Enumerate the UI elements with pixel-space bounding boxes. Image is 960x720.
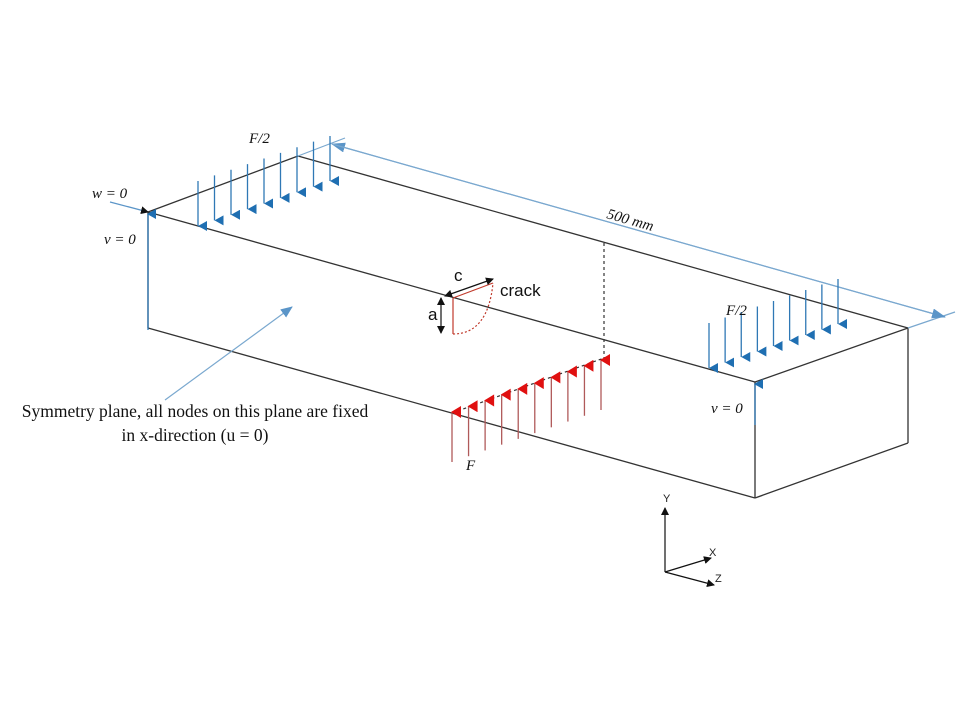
load-left-label: F/2: [248, 131, 270, 147]
crack-label: crack: [500, 281, 541, 300]
edge-top-right: [754, 327, 909, 383]
edge-top-back: [297, 155, 909, 329]
crack-length-dimension: [444, 277, 494, 298]
crack-length-label: c: [454, 266, 463, 285]
beam-box: [147, 155, 909, 499]
crack-depth-label: a: [428, 305, 438, 324]
bc-v-left-label: v = 0: [104, 232, 136, 248]
bc-w-left-label: w = 0: [92, 186, 128, 202]
dimension-arrow-right: [331, 143, 946, 319]
bc-w-left-text: w = 0: [92, 186, 128, 202]
symmetry-pointer-arrow: [164, 306, 293, 401]
axis-y-label: Y: [663, 493, 671, 505]
axis-x-arrow: [664, 556, 712, 573]
axis-z-arrow: [664, 571, 715, 588]
crack: a c crack: [428, 266, 541, 335]
axis-x-label: X: [709, 547, 717, 559]
load-right-f-half: [708, 279, 847, 373]
edge-top-left: [147, 155, 299, 213]
length-dimension: 500 mm: [297, 137, 956, 329]
dimension-extension-right: [907, 311, 956, 329]
bc-v-left-text: v = 0: [104, 232, 136, 248]
support-line-dashed: [451, 357, 605, 414]
axes-triad: Y X Z: [661, 493, 722, 588]
dimension-extension-left: [297, 137, 346, 157]
dimension-label: 500 mm: [605, 206, 656, 234]
edge-bottom-right: [754, 442, 909, 499]
bc-w-arrow: [109, 201, 149, 215]
reaction-label: F: [465, 458, 476, 474]
symmetry-note-line2: in x-direction (u = 0): [122, 425, 269, 445]
reaction-force-f: [451, 354, 610, 462]
bc-v-right-label: v = 0: [711, 401, 743, 417]
load-left-f-half: [197, 136, 339, 231]
axis-z-label: Z: [715, 573, 722, 585]
symmetry-note-line1: Symmetry plane, all nodes on this plane …: [22, 401, 369, 421]
bc-right: v = 0: [711, 379, 763, 425]
symmetry-note: Symmetry plane, all nodes on this plane …: [22, 306, 369, 445]
bc-v-right-text: v = 0: [711, 401, 743, 417]
bc-left: w = 0 v = 0: [92, 186, 156, 330]
load-right-label: F/2: [725, 303, 747, 319]
